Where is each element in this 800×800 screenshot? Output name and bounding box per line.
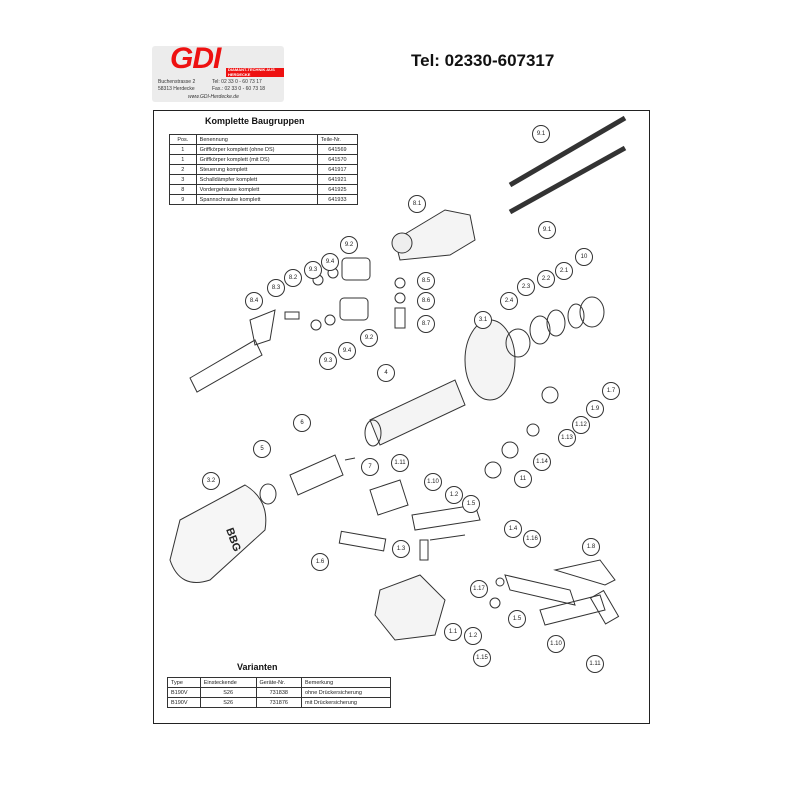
part-callout: 1.11: [391, 454, 409, 472]
logo-tel: Tel: 02 33 0 - 60 73 17: [212, 79, 262, 85]
variants-title: Varianten: [237, 662, 278, 672]
part-callout: 4: [377, 364, 395, 382]
part-callout: 1.10: [547, 635, 565, 653]
part-callout: 6: [293, 414, 311, 432]
part-callout: 2.4: [500, 292, 518, 310]
cylinder: [369, 379, 466, 446]
front-housing: [394, 209, 476, 261]
part-callout: 8.3: [267, 279, 285, 297]
logo-tagline: DIAMANT-TECHNIK AUS HERDECKE: [226, 67, 284, 77]
control-parts: [464, 296, 605, 401]
part-callout: 1.15: [473, 649, 491, 667]
part-callout: 1.5: [508, 610, 526, 628]
piston-parts: [259, 386, 559, 516]
part-callout: 1.9: [586, 400, 604, 418]
logo-fax: Fax.: 02 33 0 - 60 73 18: [212, 86, 266, 92]
table-cell: mit Drückersicherung: [301, 697, 391, 708]
part-callout: 9.1: [538, 221, 556, 239]
part-callout: 1.3: [392, 540, 410, 558]
street: Buchenstrasse 2: [158, 79, 196, 85]
part-callout: 1.14: [533, 453, 551, 471]
part-callout: 9.2: [360, 329, 378, 347]
part-callout: 2.1: [555, 262, 573, 280]
part-callout: 8.5: [417, 272, 435, 290]
part-callout: 8.2: [284, 269, 302, 287]
silencer-housing: [169, 484, 267, 583]
table-cell: 641933: [316, 194, 359, 205]
part-callout: 2.2: [537, 270, 555, 288]
part-callout: 9.4: [321, 253, 339, 271]
part-callout: 7: [361, 458, 379, 476]
part-callout: 1.1: [444, 623, 462, 641]
part-callout: 8.7: [417, 315, 435, 333]
part-callout: 9.1: [532, 125, 550, 143]
part-callout: 1.12: [572, 416, 590, 434]
part-callout: 1.17: [470, 580, 488, 598]
part-callout: 10: [575, 248, 593, 266]
part-callout: 1.8: [582, 538, 600, 556]
assemblies-title: Komplette Baugruppen: [205, 116, 305, 126]
drawing-frame: [153, 110, 650, 724]
table-cell: S26: [199, 697, 257, 708]
city: 58313 Herdecke: [158, 86, 195, 92]
part-callout: 9.3: [319, 352, 337, 370]
part-callout: 3.1: [474, 311, 492, 329]
part-callout: 1.5: [462, 495, 480, 513]
phone-number: Tel: 02330-607317: [411, 51, 555, 70]
logo-website: www.GDI-Herdecke.de: [188, 94, 239, 100]
part-callout: 2.3: [517, 278, 535, 296]
part-callout: 8.4: [245, 292, 263, 310]
part-callout: 9.3: [304, 261, 322, 279]
part-callout: 9.2: [340, 236, 358, 254]
part-callout: 1.13: [558, 429, 576, 447]
part-callout: 11: [514, 470, 532, 488]
part-callout: 8.1: [408, 195, 426, 213]
part-callout: 9.4: [338, 342, 356, 360]
part-callout: 8.6: [417, 292, 435, 310]
handle-parts: [338, 504, 620, 641]
part-callout: 1.11: [586, 655, 604, 673]
part-callout: 1.2: [464, 627, 482, 645]
logo-brand: GDI: [170, 42, 221, 75]
part-callout: 3.2: [202, 472, 220, 490]
part-callout: 1.6: [311, 553, 329, 571]
part-callout: 1.4: [504, 520, 522, 538]
part-callout: 1.7: [602, 382, 620, 400]
part-callout: 1.16: [523, 530, 541, 548]
gdi-logo: GDI DIAMANT-TECHNIK AUS HERDECKE Buchens…: [152, 42, 284, 102]
part-callout: 1.10: [424, 473, 442, 491]
part-callout: 1.2: [445, 486, 463, 504]
tension-screws: [508, 115, 627, 215]
part-callout: 5: [253, 440, 271, 458]
